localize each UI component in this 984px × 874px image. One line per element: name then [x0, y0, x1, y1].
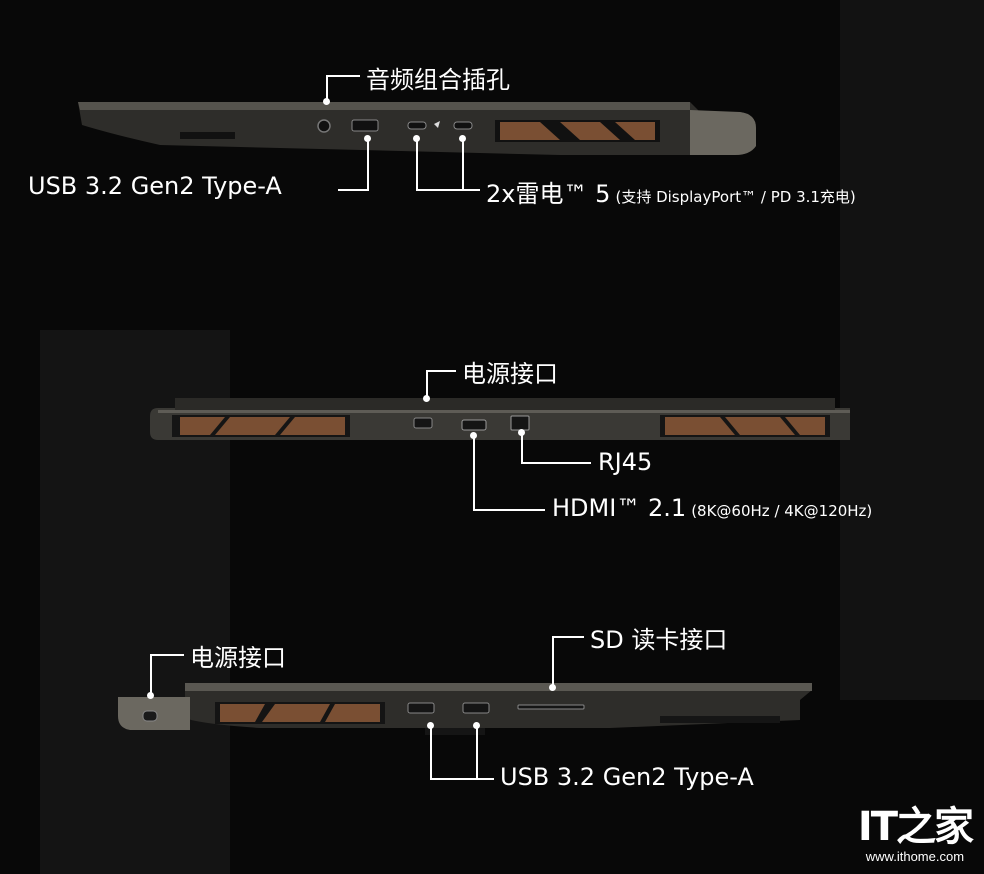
audio-jack-marker [323, 98, 330, 105]
audio-jack-label: 音频组合插孔 [366, 66, 510, 94]
back-power-marker [423, 395, 430, 402]
thunderbolt-note: (支持 DisplayPort™ / PD 3.1充电) [615, 188, 856, 206]
hdmi-callout-vertical [473, 435, 475, 511]
thunderbolt-label: 2x雷电™ 5 (支持 DisplayPort™ / PD 3.1充电) [486, 174, 856, 209]
back-power-callout-horizontal [426, 370, 456, 372]
usb-left-callout-horizontal [430, 778, 494, 780]
ithome-watermark: IT之家 www.ithome.com [857, 804, 974, 864]
thunderbolt-callout-horizontal [416, 189, 480, 191]
usb-left-callout-vertical-1 [430, 725, 432, 780]
back-power-label: 电源接口 [462, 360, 558, 388]
sd-callout-horizontal [552, 636, 584, 638]
sd-reader-marker [549, 684, 556, 691]
hdmi-title: HDMI™ 2.1 [552, 494, 687, 522]
usb-callout-vertical-top [367, 138, 369, 191]
sd-reader-label: SD 读卡接口 [590, 626, 728, 654]
background-panel-right [840, 0, 984, 700]
rj45-callout-horizontal [521, 462, 591, 464]
hdmi-label: HDMI™ 2.1 (8K@60Hz / 4K@120Hz) [552, 494, 872, 522]
left-power-label: 电源接口 [190, 644, 286, 672]
ithome-url: www.ithome.com [865, 849, 965, 864]
left-power-callout-vertical [150, 654, 152, 694]
thunderbolt-callout-vertical-2 [462, 138, 464, 191]
ithome-logo: IT之家 [857, 804, 974, 850]
usb-a-label-left: USB 3.2 Gen2 Type-A [500, 763, 754, 791]
hdmi-note: (8K@60Hz / 4K@120Hz) [691, 502, 873, 520]
audio-callout-horizontal [326, 75, 360, 77]
rj45-label: RJ45 [598, 448, 653, 476]
thunderbolt-callout-vertical-1 [416, 138, 418, 191]
usb-callout-horizontal-top [338, 189, 369, 191]
thunderbolt-title: 2x雷电™ 5 [486, 180, 611, 208]
background-panel-left [40, 330, 230, 874]
sd-callout-vertical [552, 636, 554, 686]
audio-callout-vertical [326, 75, 328, 100]
usb-left-callout-vertical-2 [476, 725, 478, 780]
left-power-callout-horizontal [150, 654, 184, 656]
rj45-callout-vertical [521, 432, 523, 464]
back-power-callout-vertical [426, 370, 428, 397]
left-power-marker [147, 692, 154, 699]
hdmi-callout-horizontal [473, 509, 545, 511]
usb-a-label-top: USB 3.2 Gen2 Type-A [28, 172, 282, 200]
